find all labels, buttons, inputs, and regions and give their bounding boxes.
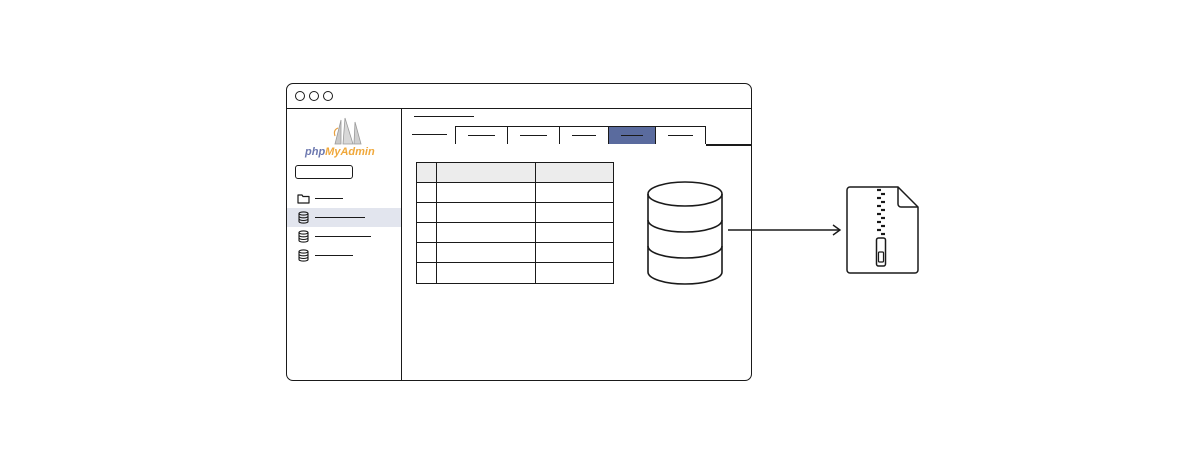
sidebar-item-database-active[interactable] <box>287 208 401 227</box>
sidebar-item-label <box>315 255 353 257</box>
table-row[interactable] <box>417 183 613 203</box>
database-icon <box>298 249 309 262</box>
tab-3[interactable] <box>507 126 560 144</box>
table-row[interactable] <box>417 223 613 243</box>
sidebar-item-database[interactable] <box>287 246 401 265</box>
window-minimize-dot[interactable] <box>309 91 319 101</box>
tab-bar <box>402 126 751 145</box>
database-icon <box>647 181 723 285</box>
tab-4[interactable] <box>559 126 609 144</box>
logo-php: php <box>305 146 326 158</box>
arrow-right-icon <box>728 224 842 236</box>
tab-6[interactable] <box>655 126 706 144</box>
table-header-row <box>417 163 613 183</box>
tab-2[interactable] <box>455 126 508 144</box>
zip-file-icon <box>846 186 919 274</box>
sidebar-item-label <box>315 217 365 219</box>
window-maximize-dot[interactable] <box>323 91 333 101</box>
sidebar-item-database[interactable] <box>287 227 401 246</box>
tab-baseline <box>706 144 751 146</box>
browser-window: phpMyAdmin <box>286 83 752 381</box>
sailboat-icon <box>333 117 362 145</box>
window-close-dot[interactable] <box>295 91 305 101</box>
logo-myadmin: MyAdmin <box>325 146 375 158</box>
tab-export-active[interactable] <box>608 126 656 144</box>
folder-icon <box>297 194 310 204</box>
sidebar-search-input[interactable] <box>295 165 353 179</box>
sidebar-item-label <box>315 236 371 238</box>
data-table <box>416 162 614 284</box>
title-bar <box>287 84 751 109</box>
sidebar-item-label <box>315 198 343 200</box>
sidebar: phpMyAdmin <box>287 108 402 380</box>
tab-1[interactable] <box>402 126 455 144</box>
main-panel <box>402 108 751 380</box>
logo-wordmark: phpMyAdmin <box>305 146 375 158</box>
breadcrumb[interactable] <box>414 116 474 118</box>
table-row[interactable] <box>417 203 613 223</box>
database-icon <box>298 230 309 243</box>
table-row[interactable] <box>417 243 613 263</box>
sidebar-item-folder[interactable] <box>287 189 401 208</box>
database-icon <box>298 211 309 224</box>
phpmyadmin-logo[interactable]: phpMyAdmin <box>305 116 381 160</box>
table-row[interactable] <box>417 263 613 283</box>
